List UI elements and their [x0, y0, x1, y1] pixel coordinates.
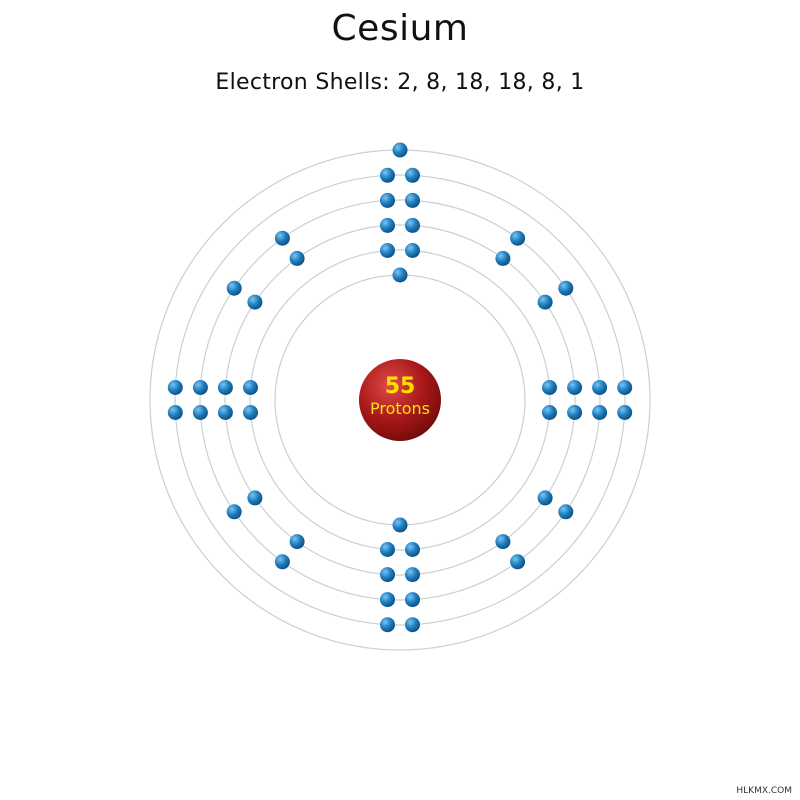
electron-shell-4-2 — [405, 192, 420, 208]
electron-shell-3-5 — [405, 567, 420, 583]
orbit-shell-5 — [174, 174, 626, 626]
electron-shell-3-4 — [567, 405, 583, 420]
electron-shell-3-8 — [217, 380, 233, 395]
electron-shell-3-13 — [537, 294, 553, 310]
page-title: Cesium — [331, 8, 469, 49]
electron-shell-2-4 — [542, 405, 557, 420]
electron-shell-5-1 — [380, 167, 395, 183]
orbit-shell-2 — [249, 249, 551, 551]
electron-shell-4-13 — [558, 280, 574, 296]
electron-shells-subtitle: Electron Shells: 2, 8, 18, 18, 8, 1 — [215, 70, 585, 95]
electron-shell-3-14 — [537, 490, 553, 506]
electron-shell-3-9 — [495, 250, 511, 266]
electron-shell-4-6 — [380, 592, 395, 608]
electron-shell-2-7 — [243, 405, 258, 420]
electron-shell-4-1 — [380, 192, 395, 208]
electron-shell-2-6 — [380, 542, 395, 557]
electron-shell-3-2 — [405, 217, 420, 233]
orbit-shell-3 — [224, 224, 576, 576]
electron-shell-4-8 — [192, 380, 208, 395]
electron-shell-4-16 — [226, 280, 242, 296]
electron-shell-3-1 — [380, 217, 395, 233]
electron-shell-3-12 — [289, 250, 305, 266]
electron-shell-3-10 — [495, 534, 511, 550]
electron-shell-4-10 — [510, 554, 526, 570]
electron-shell-2-2 — [405, 243, 420, 258]
electron-shell-5-5 — [405, 617, 420, 633]
watermark: HLKMX.COM — [736, 786, 792, 796]
electron-shell-4-7 — [192, 405, 208, 420]
electron-shell-4-5 — [405, 592, 420, 608]
electron-shell-2-3 — [542, 380, 557, 395]
nucleus: 55 Protons — [359, 359, 441, 441]
electron-shell-5-7 — [167, 405, 183, 420]
electron-shell-4-12 — [274, 230, 290, 246]
nucleus-sphere — [359, 359, 441, 441]
electron-shell-4-3 — [592, 380, 608, 395]
electron-shell-5-2 — [405, 167, 420, 183]
electron-shell-5-8 — [167, 380, 183, 395]
electron-shell-3-6 — [380, 567, 395, 583]
electron-shell-5-3 — [617, 380, 633, 395]
electron-shell-5-6 — [380, 617, 395, 633]
electron-shell-2-1 — [380, 243, 395, 258]
electron-shell-2-5 — [405, 542, 420, 557]
electron-shell-3-3 — [567, 380, 583, 395]
electron-shell-2-8 — [243, 380, 258, 395]
electron-shell-3-16 — [247, 294, 263, 310]
proton-count: 55 — [385, 374, 416, 399]
electrons — [167, 142, 633, 633]
electron-shell-5-4 — [617, 405, 633, 420]
electron-shell-1-2 — [392, 517, 408, 533]
protons-label: Protons — [370, 399, 430, 418]
electron-shell-6-1 — [392, 142, 408, 158]
electron-shell-4-9 — [510, 230, 526, 246]
electron-shell-1-1 — [392, 267, 408, 283]
electron-shell-3-11 — [289, 534, 305, 550]
orbit-shell-4 — [199, 199, 601, 601]
electron-shell-4-11 — [274, 554, 290, 570]
electron-shell-3-7 — [217, 405, 233, 420]
electron-shell-3-15 — [247, 490, 263, 506]
electron-shell-4-4 — [592, 405, 608, 420]
electron-shell-4-15 — [226, 504, 242, 520]
electron-shell-4-14 — [558, 504, 574, 520]
